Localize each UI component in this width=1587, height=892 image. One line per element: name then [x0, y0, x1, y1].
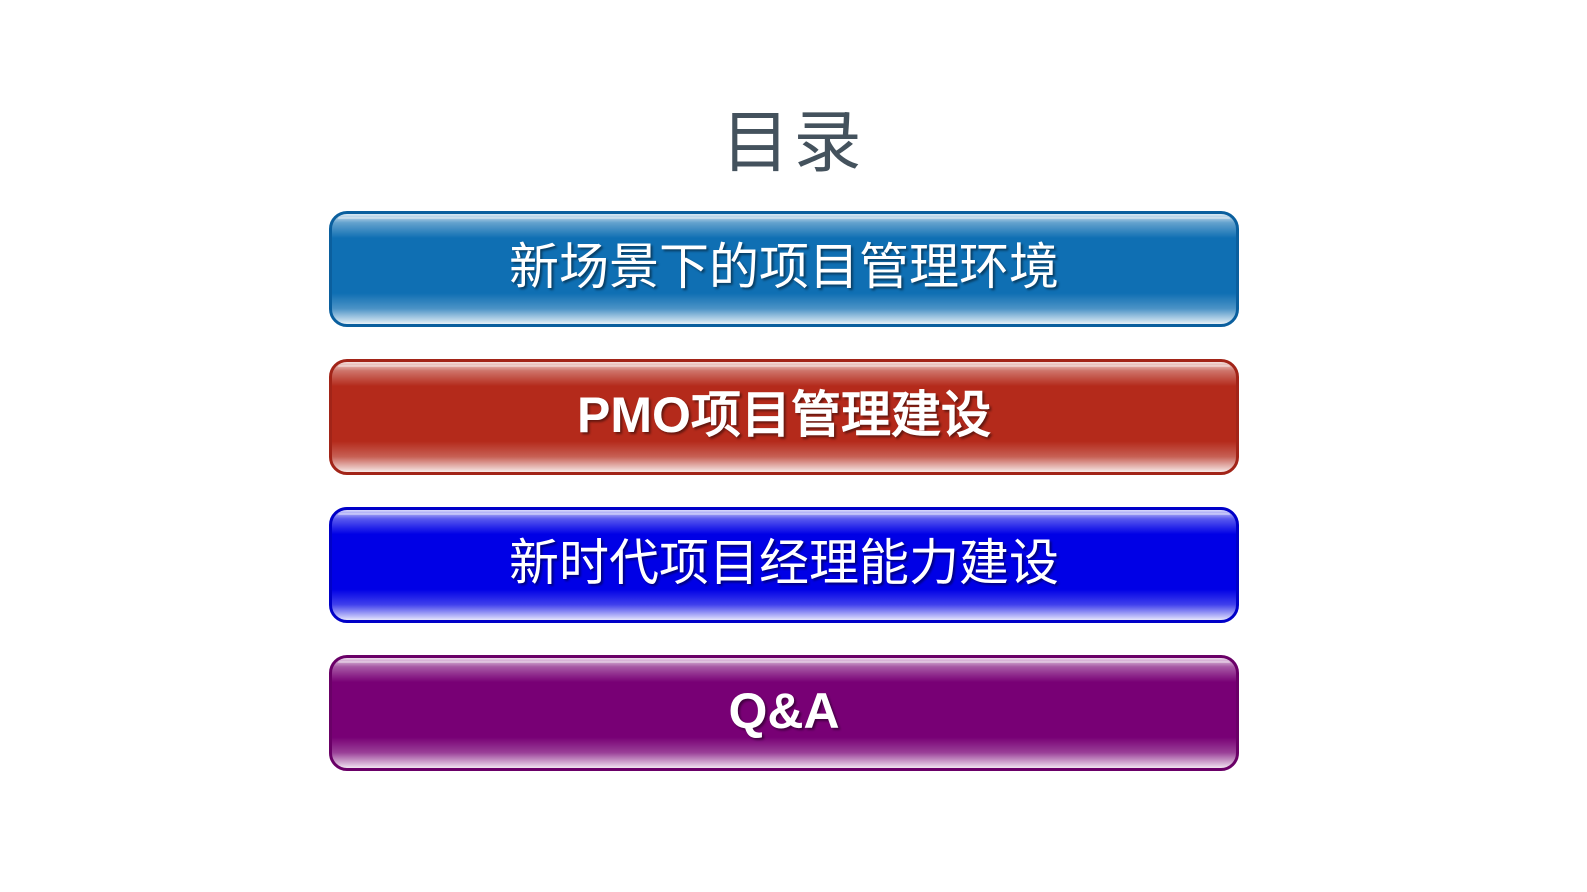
table-of-contents: 新场景下的项目管理环境 PMO项目管理建设 新时代项目经理能力建设 Q&A: [329, 211, 1239, 803]
toc-item-label: PMO项目管理建设: [577, 387, 991, 443]
toc-item-label: Q&A: [728, 683, 840, 739]
page-title: 目录: [721, 104, 866, 183]
toc-item-project-environment[interactable]: 新场景下的项目管理环境: [329, 211, 1239, 327]
toc-item-label: 新时代项目经理能力建设: [509, 534, 1059, 592]
toc-item-pm-capability[interactable]: 新时代项目经理能力建设: [329, 507, 1239, 623]
toc-item-qa[interactable]: Q&A: [329, 655, 1239, 771]
toc-item-label: 新场景下的项目管理环境: [509, 238, 1059, 296]
toc-item-pmo-construction[interactable]: PMO项目管理建设: [329, 359, 1239, 475]
